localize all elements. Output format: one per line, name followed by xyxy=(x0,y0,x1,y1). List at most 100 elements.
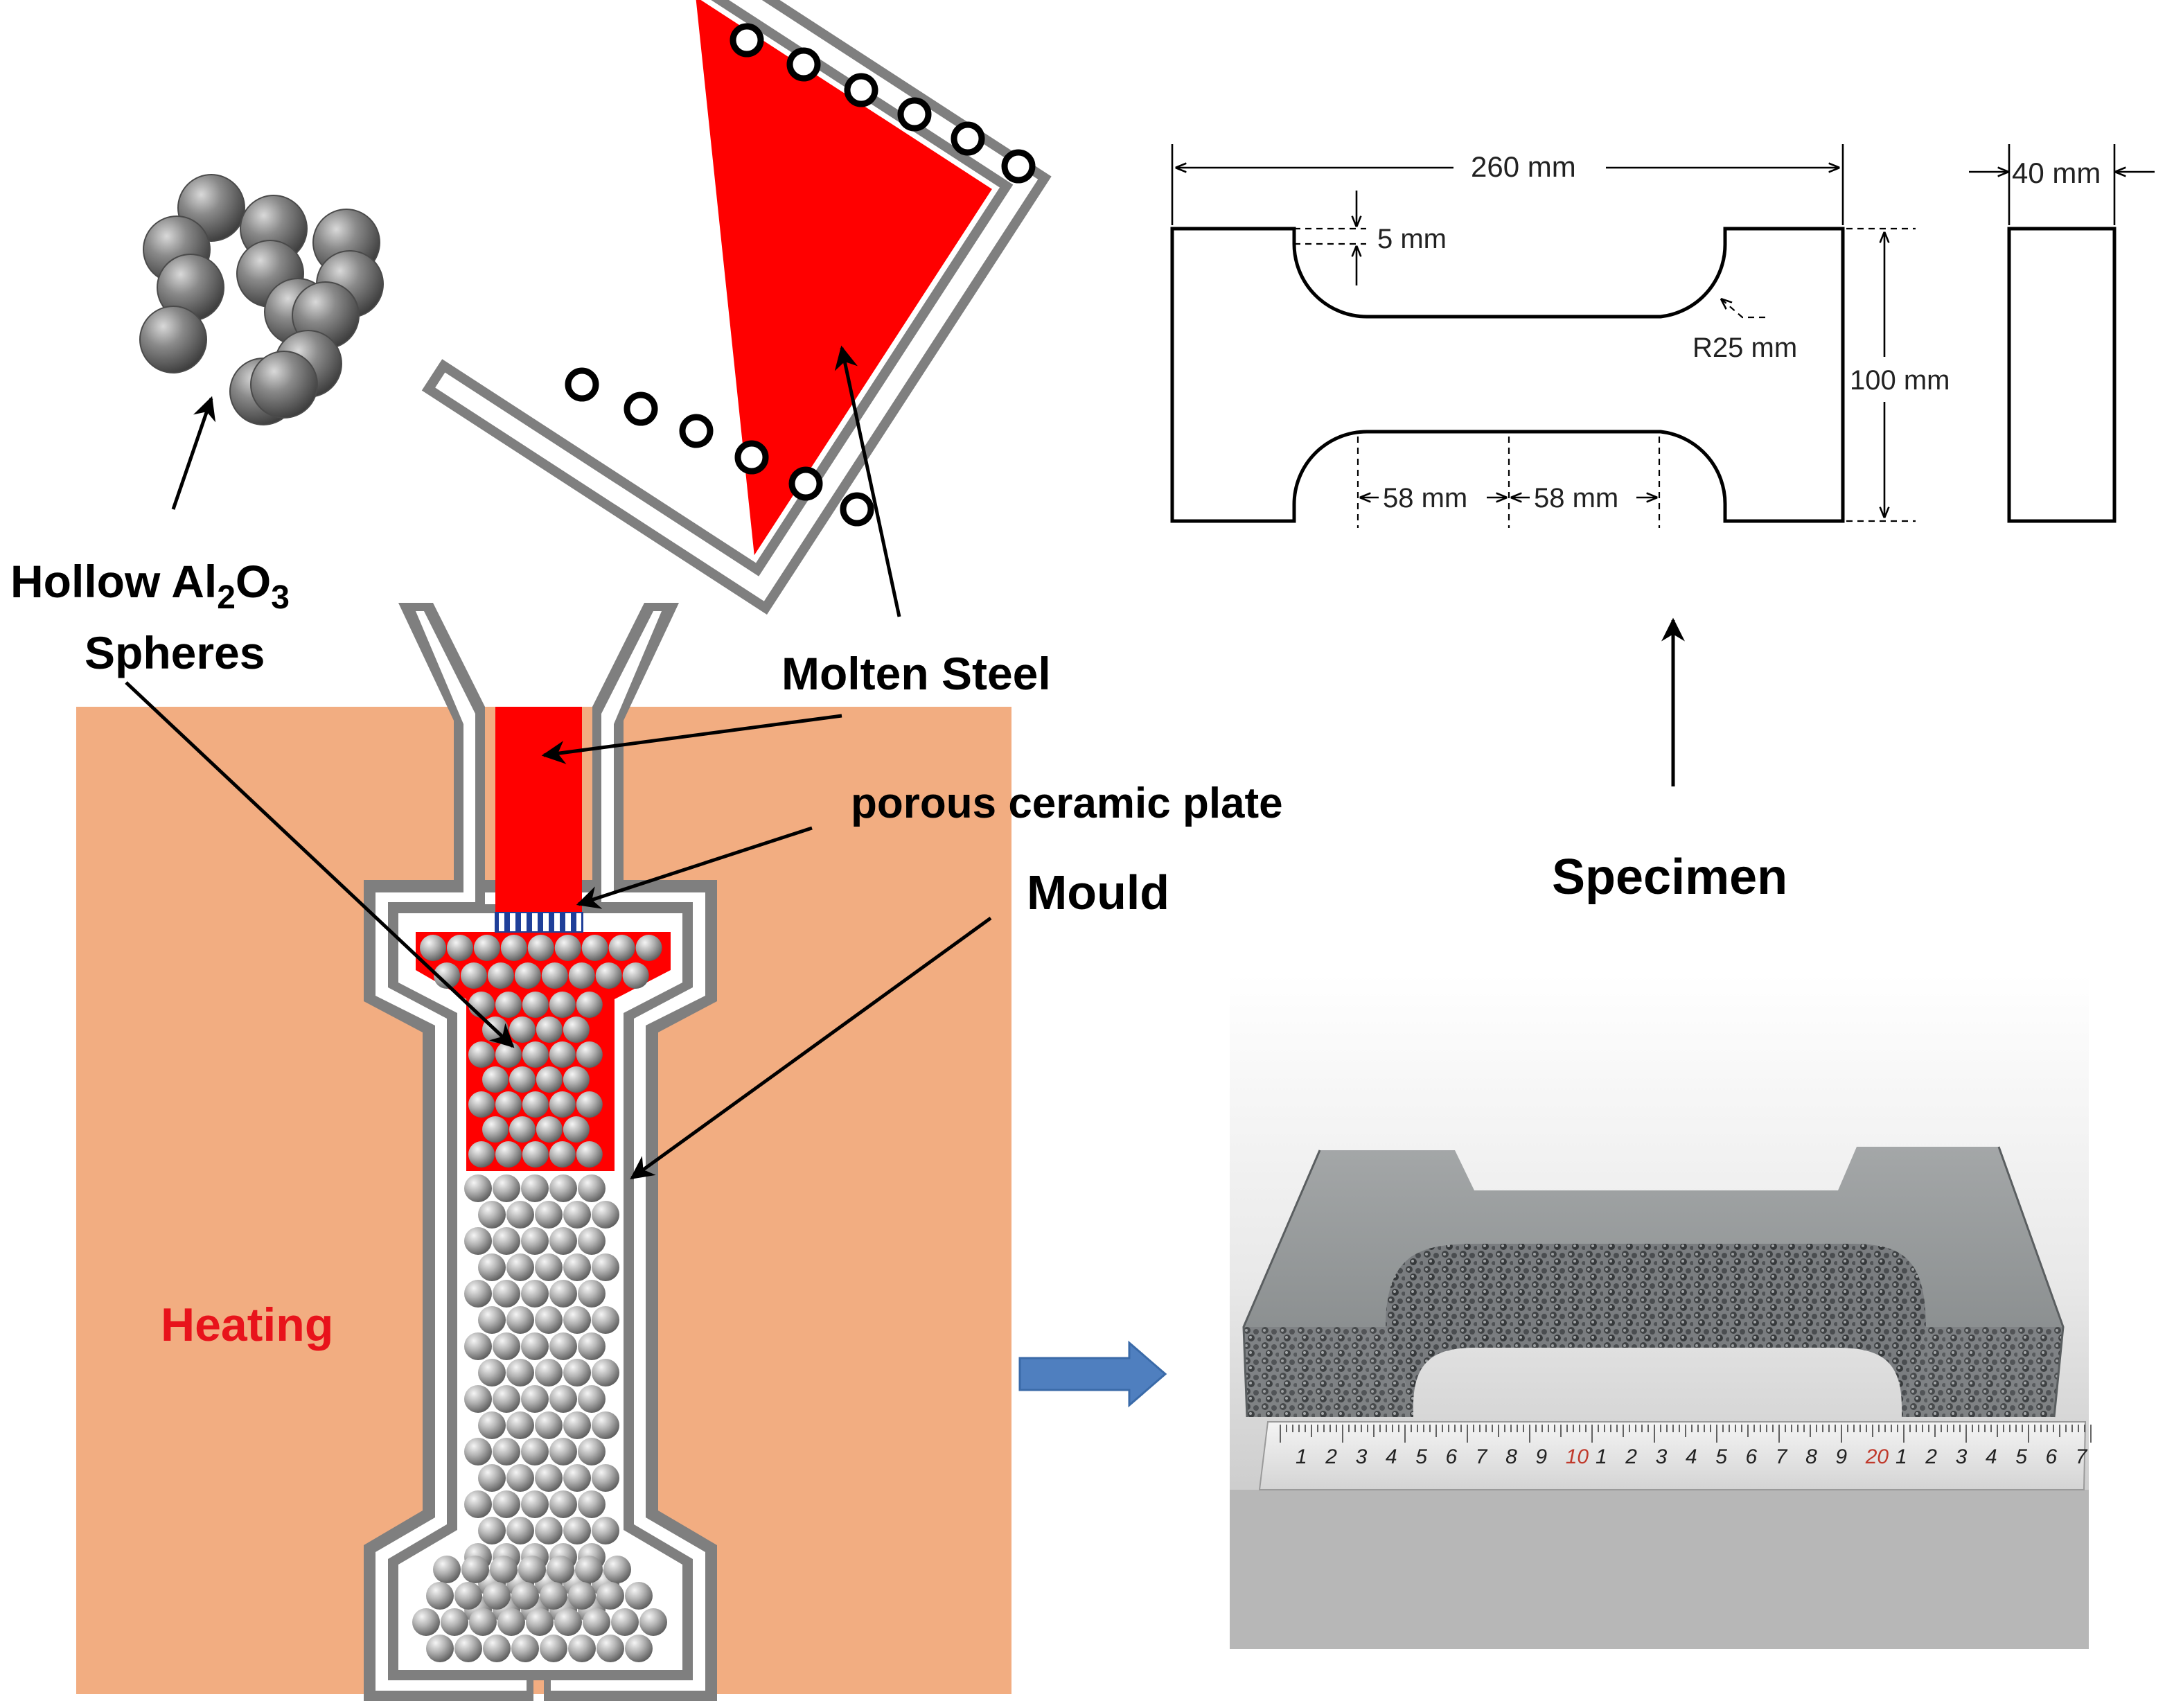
sphere xyxy=(549,1385,577,1413)
sphere xyxy=(583,1608,610,1636)
sphere xyxy=(563,1306,591,1334)
sphere xyxy=(468,1091,495,1118)
hollow-spheres-label-line2: Spheres xyxy=(85,627,265,678)
ruler-label: 6 xyxy=(1746,1445,1758,1468)
sphere xyxy=(549,1041,576,1068)
sphere xyxy=(464,1385,492,1413)
sphere xyxy=(464,1174,492,1202)
sphere xyxy=(493,1332,520,1360)
ruler-label: 3 xyxy=(1956,1445,1968,1468)
sphere xyxy=(581,935,608,961)
ruler-label: 3 xyxy=(1356,1445,1368,1468)
coil-ring xyxy=(624,391,658,426)
sphere xyxy=(522,1041,549,1068)
sphere xyxy=(509,1116,536,1143)
sphere xyxy=(468,1041,495,1068)
sphere xyxy=(493,1438,520,1465)
photo-specimen-front-left xyxy=(1244,1327,1413,1417)
sphere xyxy=(511,1635,539,1662)
sphere xyxy=(563,1016,590,1043)
coil-ring xyxy=(1001,149,1036,184)
sphere xyxy=(578,1385,606,1413)
coil-ring xyxy=(679,414,714,448)
sphere xyxy=(592,1201,619,1229)
sphere xyxy=(521,1227,549,1255)
sphere xyxy=(563,1359,591,1386)
crucible xyxy=(421,0,1052,615)
ruler-label: 2 xyxy=(1625,1445,1637,1468)
sphere xyxy=(495,1141,522,1168)
sphere xyxy=(592,1411,619,1439)
sphere xyxy=(592,1517,619,1544)
sphere xyxy=(521,1280,549,1308)
sphere xyxy=(487,962,514,989)
ruler-label: 3 xyxy=(1656,1445,1668,1468)
sphere xyxy=(536,1116,563,1143)
sphere xyxy=(527,935,554,961)
sphere xyxy=(597,1635,624,1662)
induction-coil xyxy=(565,23,1036,527)
molten-steel-label: Molten Steel xyxy=(781,648,1051,699)
sprue-molten-steel xyxy=(495,707,582,913)
ruler-label: 9 xyxy=(1535,1445,1547,1468)
coil-ring xyxy=(840,492,874,527)
sphere xyxy=(576,1141,603,1168)
sphere xyxy=(478,1306,506,1334)
sphere xyxy=(490,1556,518,1583)
sphere xyxy=(554,935,581,961)
sphere xyxy=(578,1174,606,1202)
sphere xyxy=(478,1464,506,1492)
sphere xyxy=(576,1041,603,1068)
sphere xyxy=(522,1091,549,1118)
arrow-to-sprue-steel xyxy=(541,714,842,764)
sphere xyxy=(526,1608,554,1636)
sphere xyxy=(578,1280,606,1308)
sphere xyxy=(518,1556,546,1583)
sphere xyxy=(535,1306,563,1334)
arrow-to-mould-wall xyxy=(630,916,992,1180)
dim-thickness: 40 mm xyxy=(2012,157,2101,189)
hollow-sphere xyxy=(139,306,207,373)
ruler-label: 7 xyxy=(1776,1445,1788,1468)
ruler-label: 5 xyxy=(1715,1445,1727,1468)
hollow-spheres-label: Hollow Al2O3 xyxy=(10,556,290,616)
sphere xyxy=(554,1608,582,1636)
sphere xyxy=(592,1306,619,1334)
sphere xyxy=(578,1438,606,1465)
sphere xyxy=(511,1582,539,1610)
sphere xyxy=(592,1359,619,1386)
dim-height: 100 mm xyxy=(1850,365,1950,396)
sphere xyxy=(576,1091,603,1118)
sphere xyxy=(578,1332,606,1360)
sphere xyxy=(578,1490,606,1518)
sphere xyxy=(578,1227,606,1255)
sphere xyxy=(575,1556,603,1583)
arrow-to-porous-plate xyxy=(576,826,813,909)
sphere xyxy=(595,962,622,989)
sphere xyxy=(464,1227,492,1255)
specimen-label: Specimen xyxy=(1552,849,1787,905)
sphere xyxy=(549,1091,576,1118)
coil-ring xyxy=(786,47,821,82)
sphere xyxy=(514,962,541,989)
ruler-label: 1 xyxy=(1896,1445,1907,1468)
sphere xyxy=(603,1556,631,1583)
ruler-label: 10 xyxy=(1566,1445,1589,1468)
sphere xyxy=(535,1253,563,1281)
coil-ring xyxy=(951,121,985,156)
sphere xyxy=(563,1066,590,1093)
coil-ring xyxy=(734,440,769,475)
sphere xyxy=(468,1141,495,1168)
sphere xyxy=(549,1227,577,1255)
sphere xyxy=(412,1608,440,1636)
hollow-sphere xyxy=(250,351,318,419)
sphere xyxy=(493,1280,520,1308)
sphere xyxy=(549,1332,577,1360)
sphere xyxy=(506,1306,534,1334)
ruler-label: 5 xyxy=(1415,1445,1427,1468)
sphere xyxy=(536,1016,563,1043)
sphere xyxy=(547,1556,574,1583)
sphere xyxy=(549,1174,577,1202)
